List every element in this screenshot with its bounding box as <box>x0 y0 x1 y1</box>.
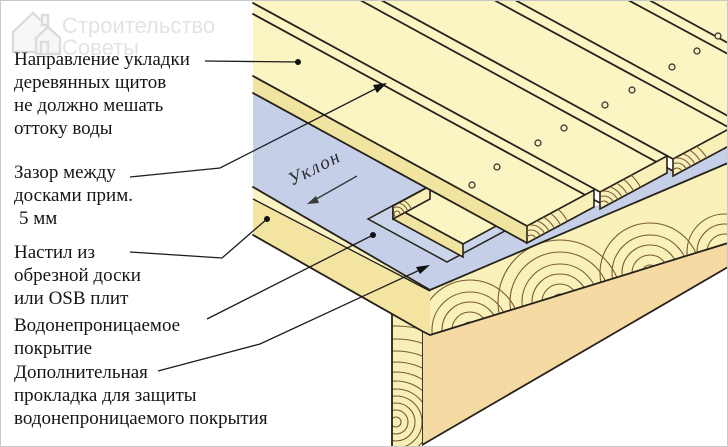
deck-boards <box>252 0 728 245</box>
label-line: водонепроницаемого покрытия <box>14 408 268 429</box>
block-end-face <box>392 184 431 221</box>
joist-face <box>392 314 422 446</box>
panel-cut-strip <box>253 199 430 335</box>
watermark-text-line2: Советы <box>62 35 139 60</box>
board1-side-face <box>253 76 527 243</box>
fascia-bottom-edge <box>421 266 728 446</box>
label-line: Настил из <box>14 242 95 263</box>
board1-bottom-edge <box>252 92 528 244</box>
boards-top-surface <box>253 0 728 226</box>
panel-strip-line <box>252 198 431 292</box>
leader-board-gap <box>129 83 387 178</box>
label-line: или OSB плит <box>14 288 129 309</box>
arrow-head <box>416 265 430 274</box>
leader-laying-direction <box>204 59 301 65</box>
label-line: деревянных щитов <box>14 72 166 93</box>
annotation-labels: Направление укладки деревянных щитов не … <box>14 49 268 429</box>
label-line: не должно мешать <box>14 95 164 116</box>
label-line: досками прим. <box>14 185 133 206</box>
slope-arrow-line <box>310 175 358 203</box>
label-line: 5 мм <box>19 208 57 229</box>
label-line: прокладка для защиты <box>14 385 197 406</box>
screw <box>668 63 676 71</box>
deck-screws <box>468 32 722 189</box>
label-protective-pad: Дополнительная прокладка для защиты водо… <box>14 362 268 429</box>
leader-protective-pad <box>157 265 430 372</box>
label-line: оттоку воды <box>14 118 113 139</box>
arrow-head <box>373 83 387 93</box>
fascia-face <box>422 243 728 445</box>
screw <box>468 181 476 189</box>
label-line: обрезной доски <box>14 265 141 286</box>
label-line: Направление укладки <box>14 49 190 70</box>
house-icon <box>11 11 62 56</box>
screw <box>493 163 501 171</box>
membrane-surface <box>253 93 728 290</box>
screw <box>560 124 568 132</box>
watermark-logo: Строительство Советы <box>11 11 215 60</box>
label-decking: Настил из обрезной доски или OSB плит <box>14 242 141 309</box>
label-line: Дополнительная <box>14 362 148 383</box>
screw <box>534 139 542 147</box>
leader-decking <box>129 216 270 259</box>
label-line: Зазор между <box>14 162 116 183</box>
board1-top-edge <box>252 75 528 227</box>
joist-growth-rings <box>392 325 422 446</box>
slope-arrow-head <box>307 196 319 204</box>
leader-waterproof-cover <box>206 232 376 320</box>
waterproof-membrane <box>252 93 728 292</box>
screw <box>601 101 609 109</box>
label-line: Водонепроницаемое <box>14 315 180 336</box>
screw <box>628 86 636 94</box>
screw <box>693 47 701 55</box>
label-board-gap: Зазор между досками прим. 5 мм <box>14 162 133 229</box>
panel-front-face <box>430 163 728 335</box>
membrane-far-edge <box>252 162 728 292</box>
label-line: покрытие <box>14 338 92 359</box>
label-waterproof-cover: Водонепроницаемое покрытие <box>14 315 180 359</box>
panel-bottom-edge <box>252 234 728 336</box>
leader-lines <box>129 59 430 372</box>
joist-end <box>391 313 422 447</box>
watermark-text-line1: Строительство <box>62 13 215 38</box>
screw <box>714 32 722 40</box>
board-gap-lines <box>252 0 728 204</box>
label-laying-direction: Направление укладки деревянных щитов не … <box>14 49 190 139</box>
